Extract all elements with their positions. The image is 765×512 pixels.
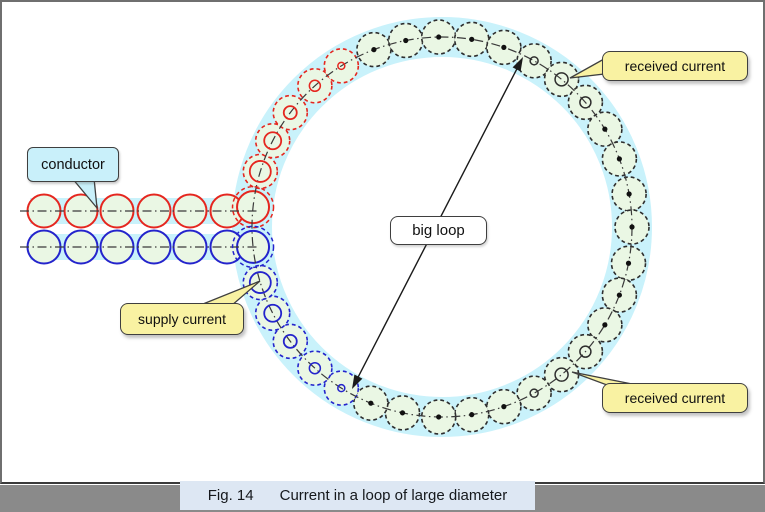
big-loop-label-text: big loop [412,222,465,239]
current-dot [399,410,406,416]
figure-title: Current in a loop of large diameter [279,487,508,504]
annotation-layer [70,57,638,389]
figure-caption: Fig. 14 Current in a loop of large diame… [180,481,535,510]
current-dot [368,400,374,406]
supply-current-callout-label: supply current [138,311,226,327]
conductor-callout-label: conductor [41,156,105,173]
rotating-conductor-circle [263,131,283,151]
rotating-conductor-circle [248,271,272,294]
junction-dashed-ring [231,225,275,269]
current-dot [626,191,632,197]
current-dot [371,47,377,53]
current-ring [308,361,322,375]
current-dot [501,44,507,50]
current-dot [469,412,475,418]
current-ring [337,61,346,71]
current-symbol-layer [231,34,635,420]
current-dot [436,34,442,40]
rotating-conductor-circle [282,333,298,349]
current-ring [529,388,539,398]
current-dot [602,322,608,328]
current-dot [469,36,475,42]
current-dot [602,126,608,132]
current-ring [579,345,592,358]
current-dot [403,37,409,44]
current-ring [579,96,592,109]
received-current-callout-top: received current [602,51,748,81]
loop-diagram [20,17,652,437]
current-ring [554,72,569,87]
junction-dashed-ring [231,185,275,229]
received-current-callout-bottom: received current [602,383,748,413]
current-ring [308,79,322,93]
loop-circle [543,61,580,98]
current-ring [337,383,346,393]
rotating-conductor-circle [248,160,272,183]
current-dot [629,224,635,230]
conductor-callout: conductor [27,147,119,182]
received-current-top-label: received current [624,58,726,74]
figure-number: Fig. 14 [207,487,254,504]
loop-circle [242,264,279,301]
loop-circle [516,375,552,411]
loop-circle [516,43,552,79]
received-current-bottom-label: received current [624,390,726,406]
supply-current-callout: supply current [120,303,244,335]
current-ring [554,367,569,382]
current-dot [616,292,622,298]
current-ring [529,56,539,66]
big-loop-label: big loop [390,216,487,245]
rotating-conductor-circle [263,303,283,323]
diameter-arrowhead-bottom [352,374,363,389]
current-dot [616,156,622,162]
current-dot [436,414,442,420]
diameter-arrowhead-top [512,57,523,72]
current-dot [625,260,632,266]
loop-circle [254,295,291,332]
current-dot [501,404,507,410]
rotating-conductor-circle [282,105,298,121]
